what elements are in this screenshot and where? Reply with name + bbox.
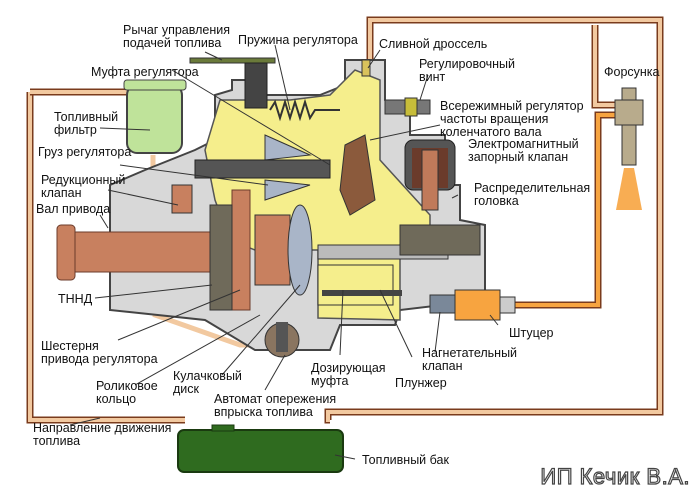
label-injector: Форсунка [604,65,660,79]
governor-weight-lower [264,179,311,201]
label-drive-shaft: Вал привода [36,202,111,216]
label-distribution-head: Распределительная головка [474,181,591,208]
label-adjust-screw: Регулировочный винт [419,57,516,84]
label-regulator-weight: Груз регулятора [38,145,132,159]
control-lever [189,57,276,64]
label-metering-sleeve: Дозирующая муфта [311,361,386,388]
label-injection-advance: Автомат опережения впрыска топлива [214,392,337,419]
label-drain-throttle: Сливной дроссель [379,37,488,51]
label-fitting: Штуцер [509,326,554,340]
label-fuel-direction: Направление движения топлива [33,421,172,448]
leader-lines [69,44,499,460]
label-tnnd: ТННД [58,292,93,306]
fuel-filter [126,84,183,154]
injector-spray [616,168,642,210]
regulator-spring [269,98,340,122]
governor-shaft [194,159,331,179]
tnnd-pump [209,204,233,311]
watermark: ИП Кечик В.А. [540,463,690,489]
label-fuel-lever: Рычаг управления подачей топлива [123,23,230,50]
label-delivery-valve: Нагнетательный клапан [422,346,518,373]
label-regulator-clutch: Муфта регулятора [91,65,199,79]
drain-throttle [361,59,371,77]
label-all-mode-governor: Всережимный регулятор частоты вращения к… [440,99,584,139]
label-solenoid: Электромагнитный запорный клапан [468,137,579,164]
reduction-valve [171,184,193,214]
metering-sleeve [317,264,394,306]
distribution-head [399,224,481,256]
tank-cap [211,424,235,432]
shaft-nut [56,224,76,281]
label-fuel-tank: Топливный бак [362,453,449,467]
label-regulator-gear: Шестерня привода регулятора [41,339,158,366]
lever-shaft [244,62,268,109]
label-cam-disk: Кулачковый диск [173,369,242,396]
injector-body [614,99,644,126]
delivery-valve [429,294,456,314]
cam-disk [287,204,313,296]
label-roller-ring: Роликовое кольцо [96,379,158,406]
label-fuel-filter: Топливный фильтр [54,110,119,137]
governor-weight-upper [264,134,312,161]
label-plunger: Плунжер [395,376,447,390]
governor-linkage [339,134,376,216]
fitting [454,289,501,321]
roller-ring [254,214,291,286]
fuel-tank [177,429,344,473]
label-regulator-spring: Пружина регулятора [238,33,358,47]
label-reduction-valve: Редукционный клапан [41,173,126,200]
